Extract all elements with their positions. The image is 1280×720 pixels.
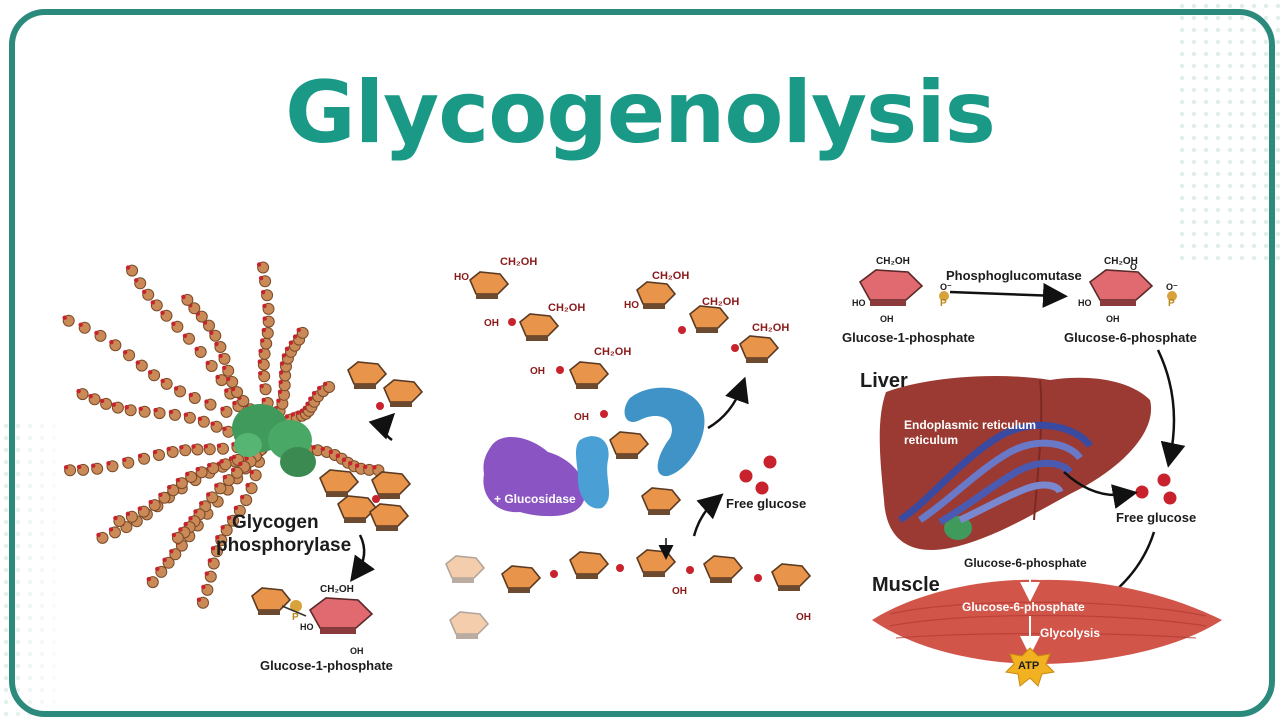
middle-oh-2: OH [530, 366, 545, 377]
left-p-label: P [292, 612, 299, 623]
right-glucose-1-phosphate-label: Glucose-1-phosphate [842, 330, 975, 345]
right-g6p-p: P [1168, 298, 1175, 309]
g6p-to-liver-arrow [1156, 349, 1186, 468]
middle-release-arrow [707, 376, 749, 430]
debranching-enzyme-blue [624, 387, 705, 477]
phosphorylase-label-line2: phosphorylase [216, 535, 352, 556]
left-glucose-1-phosphate-label: Glucose-1-phosphate [260, 658, 393, 673]
middle-ch2oh-5: CH₂OH [702, 296, 740, 308]
muscle-tissue [872, 579, 1222, 664]
middle-ch2oh-6: CH₂OH [752, 322, 790, 334]
glycolysis-label: Glycolysis [1040, 626, 1101, 640]
middle-oh-4: OH [672, 586, 687, 597]
right-glucose-1-phosphate-structure [859, 269, 949, 307]
middle-ho-2: HO [624, 300, 639, 311]
liver-label: Liver [860, 370, 908, 392]
phosphorylase-label-line1: Glycogen [232, 512, 319, 533]
er-label-line2: reticulum [904, 433, 959, 447]
muscle-g6p-top-label: Glucose-6-phosphate [964, 556, 1087, 570]
endoplasmic-reticulum [898, 421, 1093, 526]
middle-ho-1: HO [454, 272, 469, 283]
right-g1p-p: P [940, 298, 947, 309]
middle-oh-3: OH [574, 412, 589, 423]
glucosidase-label: + Glucosidase [494, 492, 576, 506]
right-g1p-ho: HO [852, 298, 866, 308]
liver-organ [879, 376, 1152, 550]
middle-chain-glucose [445, 271, 811, 640]
right-g6p-o: O [1130, 262, 1138, 272]
phosphoglucomutase-arrow [949, 282, 1068, 308]
middle-ch2oh-3: CH₂OH [594, 346, 632, 358]
middle-free-glucose-label: Free glucose [726, 496, 807, 511]
atp-burst [1004, 647, 1056, 687]
left-ch2oh-label: CH₂OH [320, 584, 354, 595]
debranching-enzyme-blue-small [576, 436, 610, 509]
released-glucose-units [319, 361, 423, 532]
muscle-g6p-mid-label: Glucose-6-phosphate [962, 600, 1085, 614]
right-g6p-ominus: O⁻ [1166, 282, 1178, 292]
middle-ch2oh-4: CH₂OH [652, 270, 690, 282]
right-g1p-ominus: O⁻ [940, 282, 952, 292]
right-g6p-ho: HO [1078, 298, 1092, 308]
right-g1p-ch2oh: CH₂OH [876, 256, 910, 267]
right-g6p-ch2oh: CH₂OH [1104, 256, 1138, 267]
middle-ch2oh-1: CH₂OH [500, 256, 538, 268]
middle-oh-5: OH [796, 612, 811, 623]
left-glucose-1-phosphate-structure [251, 587, 373, 635]
right-glucose-6-phosphate-label: Glucose-6-phosphate [1064, 330, 1197, 345]
middle-ch2oh-2: CH₂OH [548, 302, 586, 314]
right-g6p-oh: OH [1106, 314, 1120, 324]
liver-release-arrow [1063, 471, 1138, 509]
page-title: Glycogenolysis [285, 63, 996, 163]
right-glucose-6-phosphate-structure [1089, 269, 1177, 307]
gallbladder [944, 516, 972, 540]
right-g1p-oh: OH [880, 314, 894, 324]
left-ho-label: HO [300, 622, 314, 632]
release-arrow [368, 412, 396, 442]
liver-free-glucose-label: Free glucose [1116, 510, 1197, 525]
muscle-label: Muscle [872, 574, 940, 596]
glycogen-phosphorylase-enzyme [232, 404, 316, 477]
er-label-line1: Endoplasmic reticulum [904, 418, 1037, 432]
rounded-border-frame [9, 9, 1275, 717]
atp-label: ATP [1018, 660, 1040, 672]
middle-oh-1: OH [484, 318, 499, 329]
phosphoglucomutase-label: Phosphoglucomutase [946, 268, 1082, 283]
free-glucose-arrow [692, 493, 724, 537]
phosphorylase-arrow [350, 534, 375, 583]
glucosidase-enzyme [483, 436, 586, 517]
left-oh-label: OH [350, 646, 364, 656]
